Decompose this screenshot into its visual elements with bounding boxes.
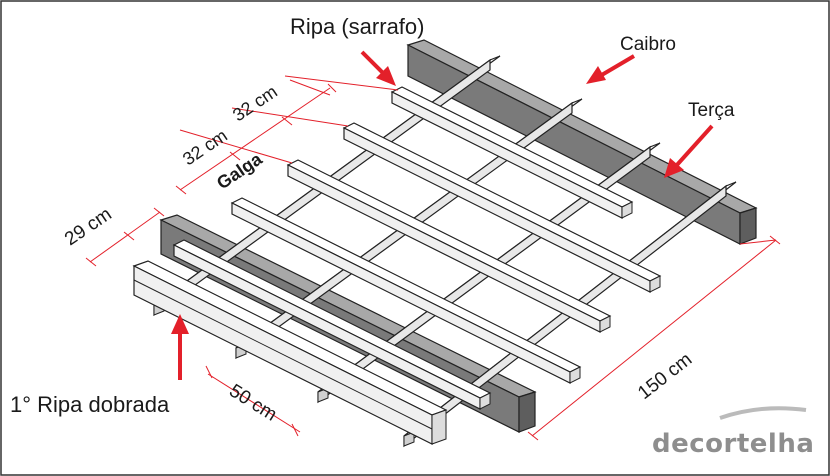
batten [342, 122, 662, 293]
dimension-lines [85, 75, 781, 441]
length-label: 150 cm [634, 349, 696, 404]
brand-logo: decortelha [652, 406, 814, 459]
batten [286, 159, 612, 333]
caibro-label: Caibro [620, 34, 676, 55]
first-batten-label: 1° Ripa dobrada [10, 392, 170, 417]
batten [230, 197, 582, 384]
arrow-first-batten [171, 314, 189, 380]
brand-name: decortelha [652, 429, 814, 459]
terca-label: Terça [688, 100, 735, 121]
first-gap-label: 29 cm [61, 204, 116, 250]
batten [390, 86, 634, 219]
galga-dimension [179, 87, 331, 191]
rafter-spacing-dimension [207, 373, 301, 433]
ripa-label: Ripa (sarrafo) [290, 14, 424, 39]
galga-label: Galga [213, 148, 266, 193]
batten [172, 239, 492, 410]
arrows [171, 50, 714, 380]
battens [132, 86, 662, 445]
first-batten-doubled [132, 260, 448, 445]
arrow-terca [664, 124, 714, 178]
rafter-spacing-label: 50 cm [225, 380, 280, 425]
galga-measure-label: 32 cm [229, 81, 281, 125]
arrow-caibro [586, 54, 636, 84]
first-gap-dimension [89, 211, 161, 263]
arrow-ripa [360, 50, 396, 86]
length-dimension [531, 239, 777, 437]
